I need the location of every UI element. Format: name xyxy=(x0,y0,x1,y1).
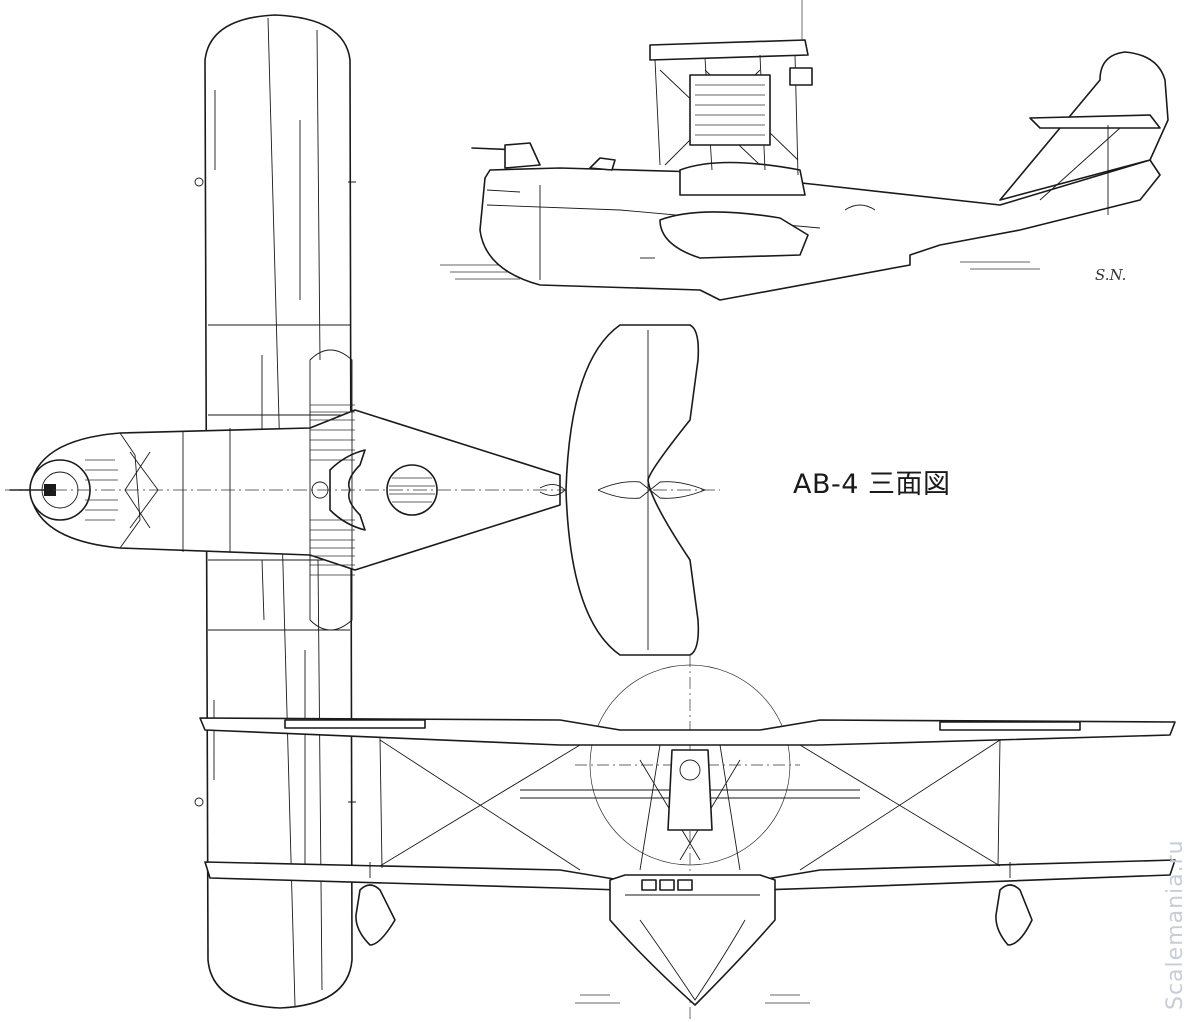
side-view xyxy=(440,0,1169,301)
top-view xyxy=(5,14,720,1009)
watermark-text: Scalemania.ru xyxy=(1163,839,1188,1010)
tailplane xyxy=(565,324,700,656)
side-view-hull xyxy=(479,159,1161,301)
artist-signature: S.N. xyxy=(1095,266,1127,284)
side-view-float xyxy=(659,211,809,259)
left-wing-float xyxy=(355,884,396,946)
front-view-upper-wing xyxy=(199,717,1176,746)
front-view-hull xyxy=(609,874,776,1006)
right-wing-float xyxy=(995,884,1033,946)
front-view xyxy=(199,655,1176,1020)
drawing-title: AB-4 三面図 xyxy=(793,469,951,500)
